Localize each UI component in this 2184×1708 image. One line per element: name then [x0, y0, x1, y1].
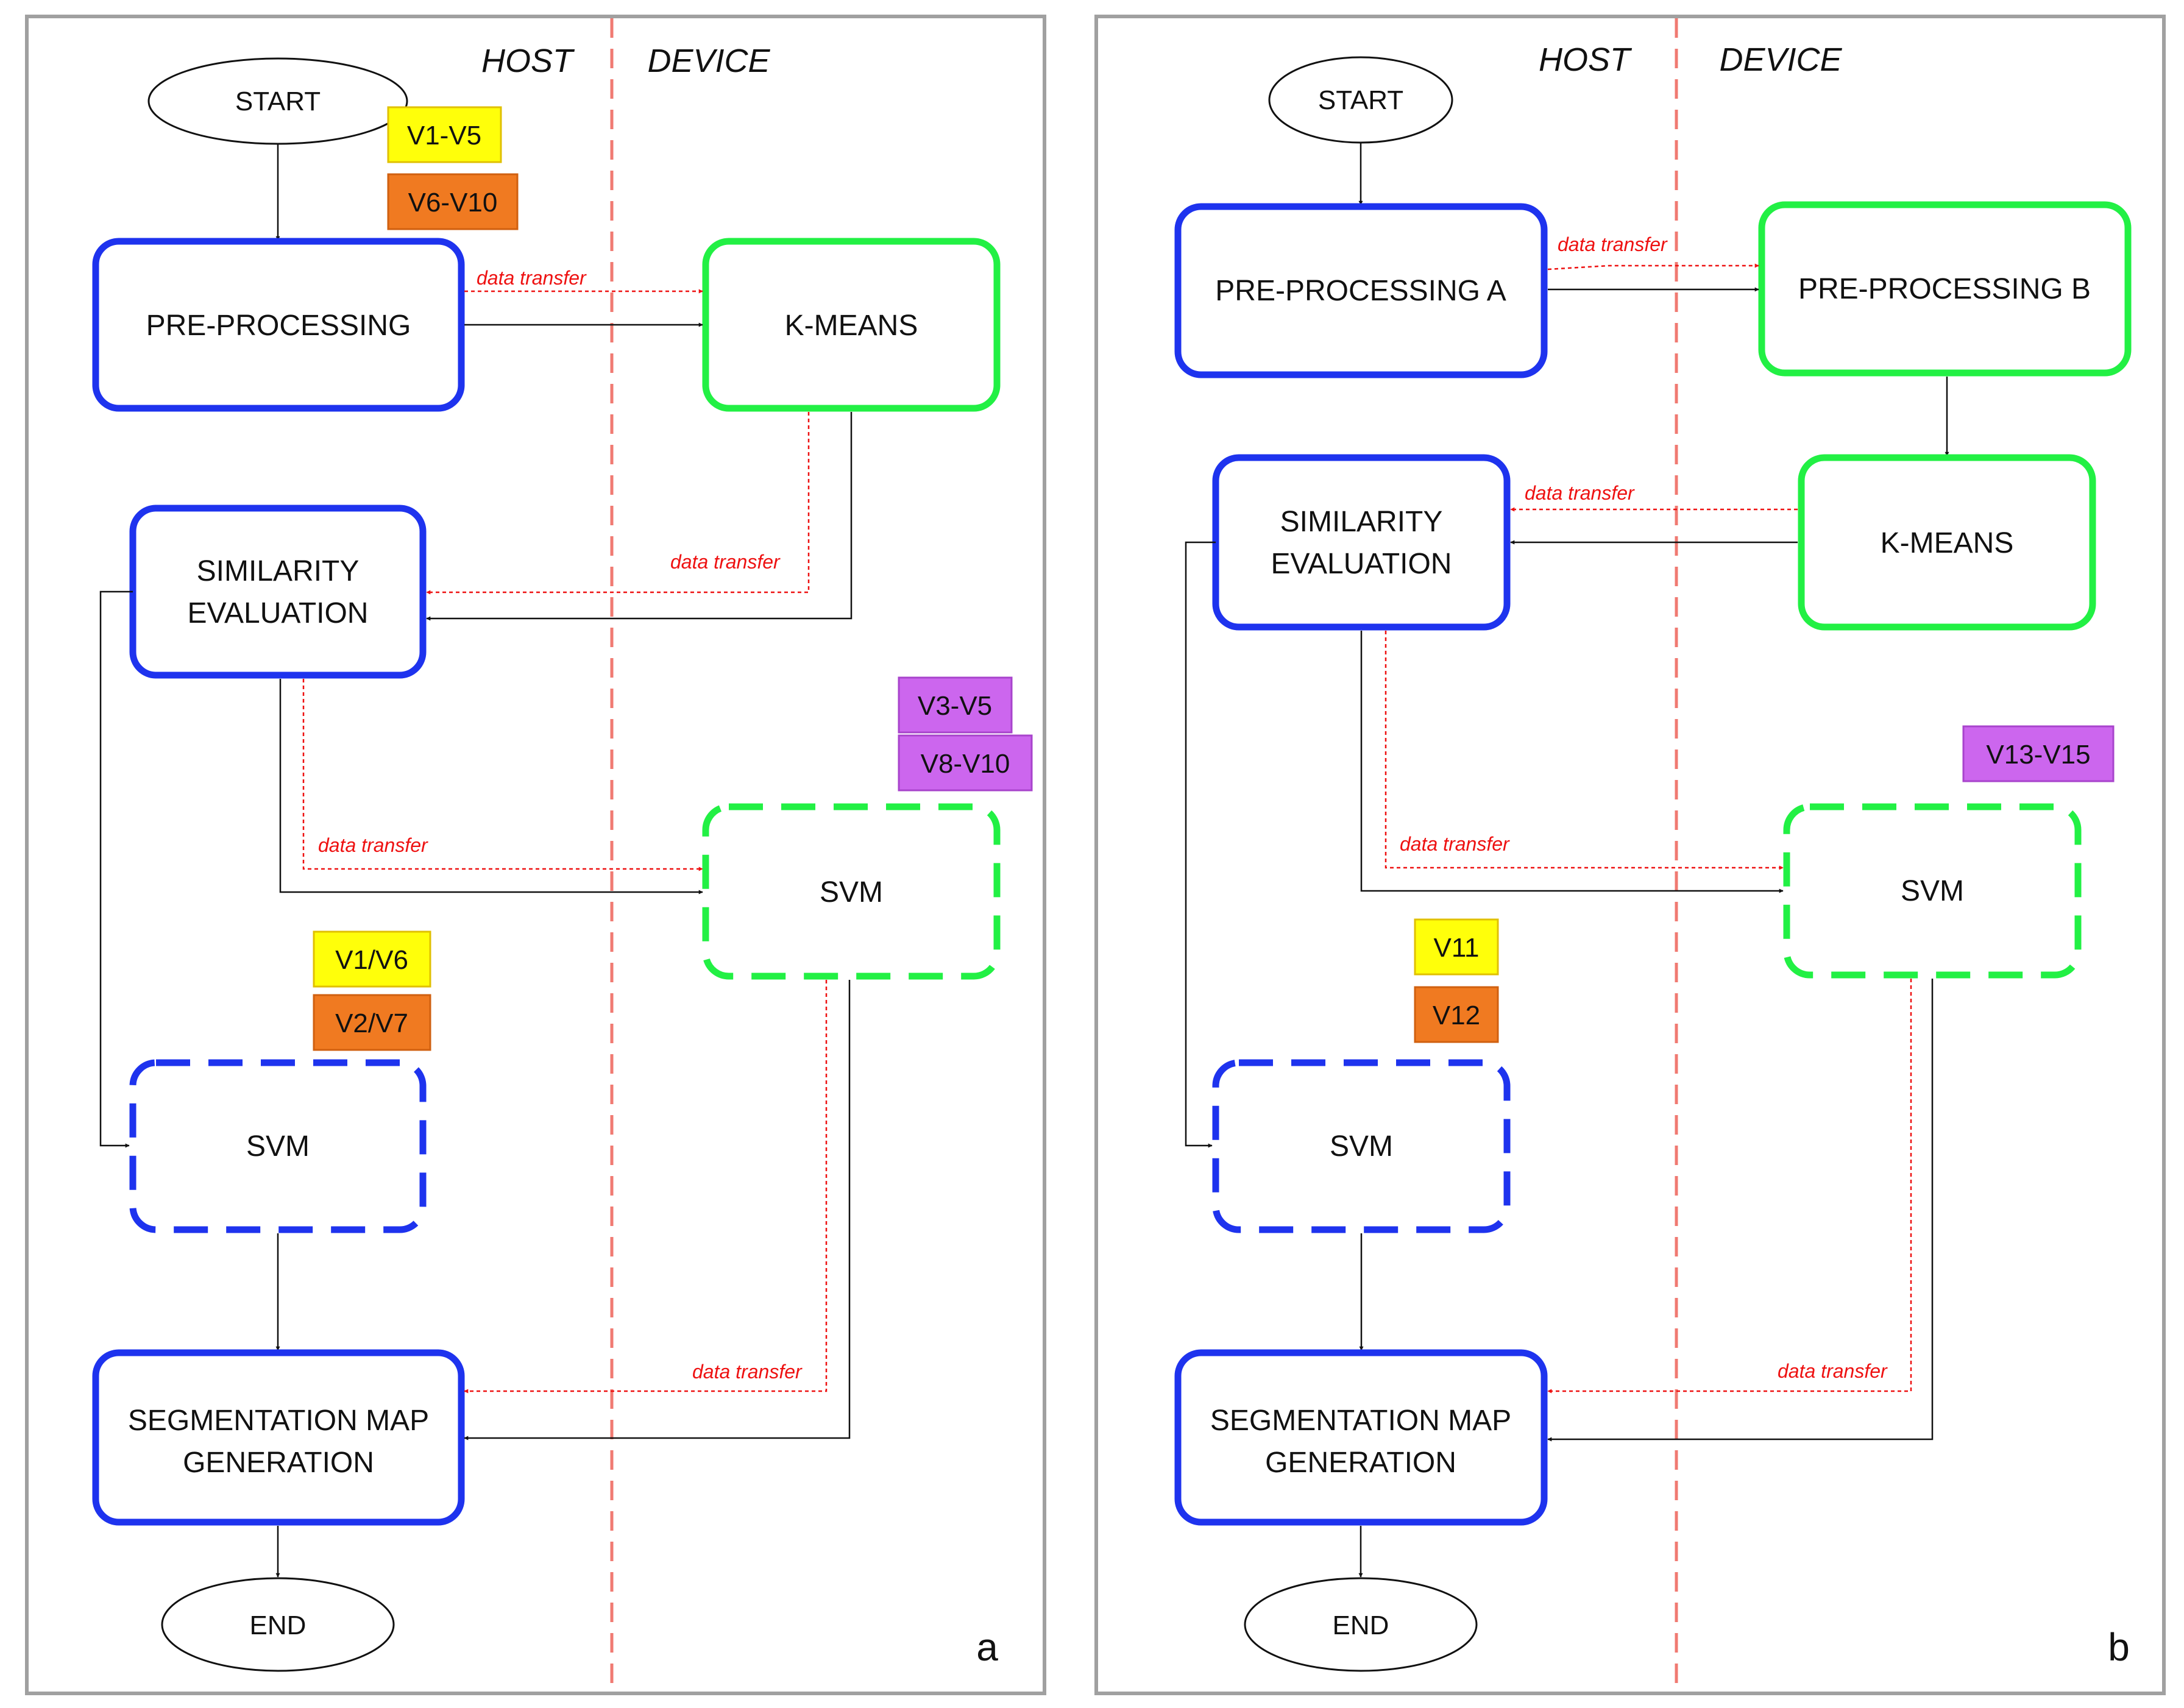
panel-b-edge-similarity-svm — [1360, 631, 1784, 893]
panel-a-similarity-label-1: SIMILARITY — [197, 555, 360, 587]
panel-a-host-lane-label: HOST — [481, 43, 575, 79]
panel-a-segmentation-label-2: GENERATION — [183, 1447, 374, 1479]
panel-a-device-lane-label: DEVICE — [647, 43, 770, 79]
panel-a-tag-v1-v6-label: V1/V6 — [335, 945, 408, 975]
panel-b-similarity-label-1: SIMILARITY — [1280, 506, 1443, 538]
panel-b-segmentation-node — [1174, 1349, 1548, 1526]
panel-a-letter: a — [976, 1625, 998, 1669]
panel-b-tag-v11 — [1414, 918, 1499, 976]
panel-a-kmeans-label: K-MEANS — [785, 310, 918, 342]
panel-b-edge-svm-segmentation — [1547, 979, 1934, 1442]
panel-a-preprocessing-label: PRE-PROCESSING — [146, 310, 411, 342]
panel-b-similarity-label-2: EVALUATION — [1271, 548, 1452, 580]
panel-a-preprocessing-node — [92, 238, 465, 412]
panel-b-edge-transfer-similarity-svm — [1384, 631, 1784, 870]
panel-b-segmentation-label-2: GENERATION — [1265, 1447, 1456, 1479]
panel-b-edge-transfer-a-b — [1547, 263, 1759, 271]
panel-b-preprocessing-a-label: PRE-PROCESSING A — [1215, 275, 1506, 307]
panel-b-kmeans-label: K-MEANS — [1881, 527, 2014, 559]
panel-a-edge-svm-segmentation — [464, 980, 851, 1440]
panel-b-edge-similarity-svm-host — [1185, 541, 1216, 1148]
panel-a-tag-v8-v10-label: V8-V10 — [921, 749, 1010, 779]
panel-a-tag-v6-v10-label: V6-V10 — [408, 188, 498, 218]
panel-b-similarity-node — [1212, 454, 1511, 631]
panel-b: HOST DEVICE START PRE-PROCESSING A PRE-P… — [1094, 15, 2166, 1695]
panel-b-tag-v12 — [1414, 986, 1499, 1043]
panel-a-segmentation-label-1: SEGMENTATION MAP — [128, 1405, 429, 1437]
panel-b-transfer-label-2: data transfer — [1525, 482, 1635, 504]
panel-b-segmentation-label-1: SEGMENTATION MAP — [1210, 1405, 1511, 1437]
panel-a-edge-kmeans-similarity — [426, 412, 853, 621]
panel-b-tag-v11-label: V11 — [1433, 933, 1479, 963]
panel-b-svm-host-node — [1212, 1059, 1511, 1233]
panel-a-edge-transfer-svm-segmentation — [464, 980, 828, 1394]
panel-a-tag-v3-v5-label: V3-V5 — [918, 691, 992, 721]
panel-b-transfer-label-3: data transfer — [1400, 833, 1510, 855]
panel-a-end-node — [161, 1577, 395, 1672]
panel-b-kmeans-node — [1798, 454, 2096, 631]
panel-b-tag-v13-v15-label: V13-V15 — [1986, 740, 2090, 770]
panel-a-end-label: END — [250, 1611, 307, 1640]
panel-a-transfer-label-1: data transfer — [477, 267, 587, 289]
panel-a-edge-similarity-svm-host — [99, 590, 133, 1148]
panel-a-tag-v8-v10 — [898, 734, 1033, 792]
panel-b-tag-v12-label: V12 — [1433, 1001, 1480, 1030]
panel-a-svm-host-label: SVM — [246, 1130, 310, 1163]
panel-b-device-lane-label: DEVICE — [1719, 41, 1842, 78]
panel-b-end-node — [1244, 1577, 1478, 1672]
panel-a-segmentation-node — [92, 1349, 465, 1526]
panel-a-start-label: START — [235, 87, 321, 116]
panel-b-svm-host-label: SVM — [1330, 1130, 1393, 1163]
panel-b-start-label: START — [1318, 85, 1403, 115]
panel-b-letter: b — [2108, 1625, 2130, 1669]
panel-a-svm-host-node — [129, 1059, 427, 1233]
panel-b-preprocessing-b-label: PRE-PROCESSING B — [1798, 273, 2091, 305]
panel-a-edge-similarity-svm — [279, 679, 703, 895]
panel-a-svm-device-label: SVM — [820, 876, 883, 909]
panel-a-svm-device-node — [702, 803, 1001, 980]
panel-b-svm-device-label: SVM — [1901, 875, 1964, 907]
panel-a-tag-v6-v10 — [387, 173, 519, 230]
panel-a-tag-v1-v6 — [313, 930, 431, 988]
panel-b-svm-device-node — [1783, 803, 2082, 979]
panel-a-tag-v1-v5 — [387, 106, 502, 163]
panel-a: HOST DEVICE START V1-V5 V6-V10 PRE-PROCE… — [25, 15, 1046, 1695]
panel-a-similarity-node — [129, 505, 427, 679]
panel-b-preprocessing-a-node — [1174, 203, 1548, 378]
panel-b-edge-transfer-svm-segmentation — [1547, 979, 1912, 1394]
panel-b-transfer-label-1: data transfer — [1558, 233, 1668, 255]
panel-a-transfer-label-2: data transfer — [670, 551, 781, 573]
panel-b-preprocessing-b-node — [1758, 201, 2132, 377]
panel-a-tag-v2-v7 — [313, 994, 431, 1051]
panel-a-edge-transfer-similarity-svm — [302, 679, 703, 871]
panel-a-transfer-label-4: data transfer — [692, 1361, 803, 1383]
panel-a-tag-v3-v5 — [898, 676, 1013, 734]
panel-a-kmeans-node — [702, 238, 1001, 412]
panel-b-tag-v13-v15 — [1962, 725, 2115, 782]
panel-a-tag-v2-v7-label: V2/V7 — [335, 1008, 408, 1038]
panel-a-similarity-label-2: EVALUATION — [188, 597, 369, 629]
panel-b-end-label: END — [1333, 1611, 1389, 1640]
panel-a-transfer-label-3: data transfer — [318, 834, 428, 856]
panel-b-host-lane-label: HOST — [1539, 41, 1633, 78]
panel-a-tag-v1-v5-label: V1-V5 — [407, 121, 481, 151]
panel-b-transfer-label-4: data transfer — [1778, 1360, 1888, 1382]
